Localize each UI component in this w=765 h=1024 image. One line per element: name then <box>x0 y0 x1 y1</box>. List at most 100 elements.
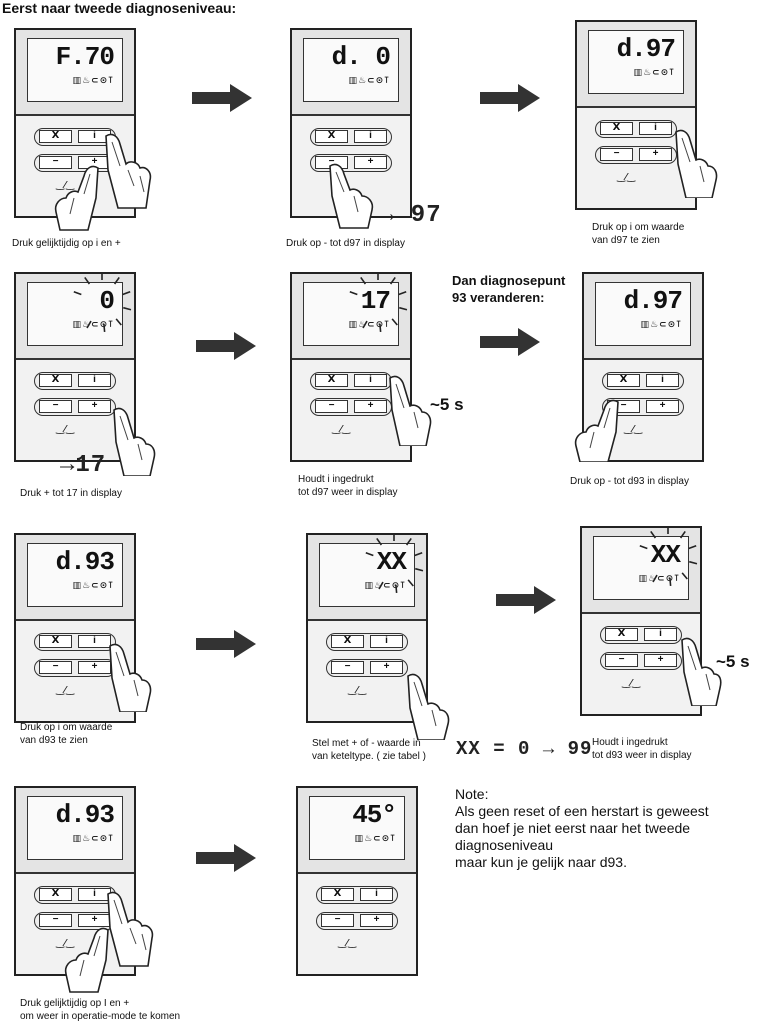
reset-button[interactable]: Ⅹ <box>39 635 72 648</box>
button-row-bottom: − + <box>326 659 408 677</box>
hand-pressing-icon <box>113 407 156 476</box>
divider <box>292 358 410 360</box>
minus-button[interactable]: − <box>39 661 72 674</box>
reset-button[interactable]: Ⅹ <box>39 374 72 387</box>
minus-button[interactable]: − <box>39 914 72 927</box>
blink-rays-icon <box>73 272 132 332</box>
reset-button[interactable]: Ⅹ <box>605 628 638 641</box>
info-button[interactable]: i <box>354 374 387 387</box>
wrench-icon: ‿⁄‿ <box>348 685 367 696</box>
info-button[interactable]: i <box>78 130 111 143</box>
lcd-display: d.93 ▥♨⊂⊙⊺ <box>27 796 123 860</box>
reset-button[interactable]: Ⅹ <box>315 374 348 387</box>
annotation-to-97: → 97 <box>380 202 442 229</box>
info-button[interactable]: i <box>639 122 672 135</box>
blink-ray <box>389 276 396 285</box>
minus-button[interactable]: − <box>39 400 72 413</box>
reset-button[interactable]: Ⅹ <box>321 888 354 901</box>
blink-ray <box>115 318 122 326</box>
button-row-bottom: − + <box>310 398 392 416</box>
lcd-display: d. 0 ▥♨⊂⊙⊺ <box>303 38 399 102</box>
reset-button[interactable]: Ⅹ <box>607 374 640 387</box>
note-title: Note: <box>455 786 489 802</box>
caption-step-2: Druk op - tot d97 in display <box>286 238 405 249</box>
reset-button[interactable]: Ⅹ <box>39 888 72 901</box>
reset-button[interactable]: Ⅹ <box>331 635 364 648</box>
button-row-bottom: − + <box>34 398 116 416</box>
blink-ray <box>415 567 424 572</box>
caption-step-8: Stel met + of - waarde in <box>312 738 421 749</box>
blink-ray <box>681 572 688 580</box>
arrow-right-icon <box>192 84 252 112</box>
blink-ray <box>650 530 657 539</box>
status-icons: ▥♨⊂⊙⊺ <box>364 581 406 591</box>
minus-button[interactable]: − <box>315 400 348 413</box>
divider <box>16 619 134 621</box>
plus-button[interactable]: + <box>644 654 677 667</box>
lcd-value: d.93 <box>55 547 115 577</box>
blink-ray <box>652 574 658 583</box>
blink-ray <box>376 537 383 546</box>
panel-11: 45° ▥♨⊂⊙⊺ Ⅹ i − + ‿⁄‿ <box>296 786 418 976</box>
info-button[interactable]: i <box>644 628 677 641</box>
status-icons: ▥♨⊂⊙⊺ <box>72 834 114 844</box>
panel-4: 0 ▥♨⊂⊙⊺ Ⅹ i − + ‿⁄‿ <box>14 272 136 462</box>
blink-ray <box>399 306 408 311</box>
caption-step-3b: van d97 te zien <box>592 235 660 246</box>
info-button[interactable]: i <box>360 888 393 901</box>
reset-button[interactable]: Ⅹ <box>39 130 72 143</box>
caption-step-7: Druk op i om waarde <box>20 722 113 733</box>
plus-button[interactable]: + <box>354 400 387 413</box>
info-button[interactable]: i <box>354 130 387 143</box>
lcd-value: d.97 <box>623 286 683 316</box>
arrow-right-icon <box>480 328 540 356</box>
caption-step-8b: van keteltype. ( zie tabel ) <box>312 751 426 762</box>
hand-pressing-icon <box>389 375 432 446</box>
plus-button[interactable]: + <box>354 156 387 169</box>
info-button[interactable]: i <box>370 635 403 648</box>
page-title: Eerst naar tweede diagnoseniveau: <box>2 0 237 16</box>
lcd-display: 45° ▥♨⊂⊙⊺ <box>309 796 405 860</box>
lcd-value: XX <box>376 547 407 577</box>
caption-step-1: Druk gelijktijdig op i en + <box>12 238 121 249</box>
minus-button[interactable]: − <box>39 156 72 169</box>
blink-ray <box>362 320 368 329</box>
annotation-to-17: →17 <box>60 452 107 479</box>
divider <box>582 612 700 614</box>
blink-ray <box>398 290 407 296</box>
blink-ray <box>414 551 423 557</box>
wrench-icon: ‿⁄‿ <box>56 685 75 696</box>
status-icons: ▥♨⊂⊙⊺ <box>638 574 680 584</box>
divider <box>298 872 416 874</box>
blink-ray <box>365 551 374 557</box>
lcd-value: d.93 <box>55 800 115 830</box>
status-icons: ▥♨⊂⊙⊺ <box>640 320 682 330</box>
lcd-value: F.70 <box>55 42 115 72</box>
plus-button[interactable]: + <box>370 661 403 674</box>
plus-button[interactable]: + <box>639 148 672 161</box>
minus-button[interactable]: − <box>600 148 633 161</box>
status-icons: ▥♨⊂⊙⊺ <box>72 76 114 86</box>
minus-button[interactable]: − <box>321 914 354 927</box>
info-button[interactable]: i <box>78 374 111 387</box>
button-row-top: Ⅹ i <box>316 886 398 904</box>
plus-button[interactable]: + <box>78 400 111 413</box>
plus-button[interactable]: + <box>78 661 111 674</box>
hand-pressing-icon <box>109 643 152 712</box>
minus-button[interactable]: − <box>605 654 638 667</box>
caption-step-4: Druk + tot 17 in display <box>20 488 122 499</box>
plus-button[interactable]: + <box>646 400 679 413</box>
lcd-value: 45° <box>352 800 397 830</box>
info-button[interactable]: i <box>646 374 679 387</box>
arrow-right-icon <box>196 630 256 658</box>
plus-button[interactable]: + <box>78 914 111 927</box>
minus-button[interactable]: − <box>331 661 364 674</box>
blink-ray <box>688 544 697 550</box>
reset-button[interactable]: Ⅹ <box>315 130 348 143</box>
lcd-display: F.70 ▥♨⊂⊙⊺ <box>27 38 123 102</box>
plus-button[interactable]: + <box>360 914 393 927</box>
blink-ray <box>689 560 698 565</box>
reset-button[interactable]: Ⅹ <box>600 122 633 135</box>
lcd-value: 0 <box>99 286 115 316</box>
info-button[interactable]: i <box>78 635 111 648</box>
